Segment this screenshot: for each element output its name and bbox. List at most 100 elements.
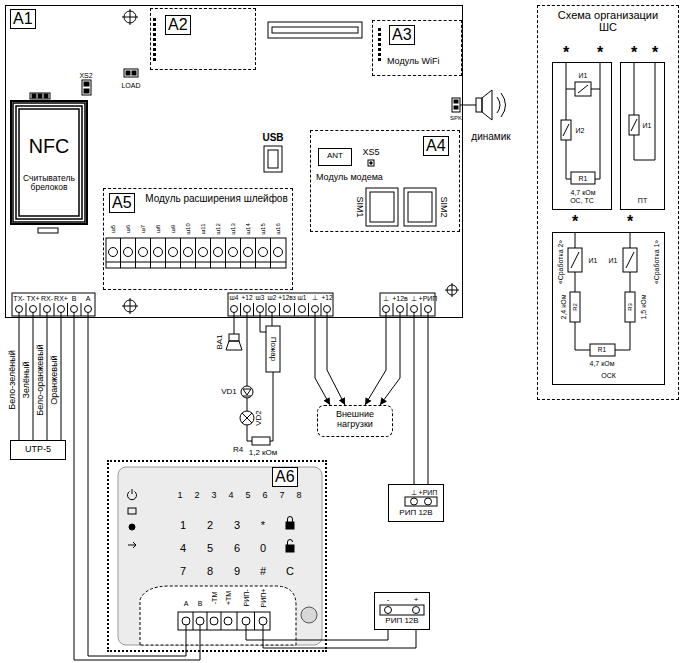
power-terminal: [380, 605, 424, 615]
terminal-label: ⊥: [383, 295, 389, 302]
board-connector: [268, 22, 362, 38]
terminal-block: [393, 303, 421, 316]
box-title: РИП 12В: [389, 509, 443, 518]
wire-color-label: Бело-оранжевый: [36, 344, 45, 415]
terminal-label: A: [86, 295, 91, 302]
wire-connector: [315, 318, 330, 405]
loop-scheme-drawing: [590, 344, 615, 356]
component-label: R1: [579, 175, 588, 182]
terminal-block: [299, 306, 306, 313]
terminal-label: +РИП: [419, 295, 438, 302]
keypad-box: A6: [107, 460, 327, 652]
usb-connector: [268, 150, 278, 168]
jumper-header: [38, 228, 58, 233]
loop-scheme-drawing: [566, 85, 600, 93]
main-board: A1A2A3Модуль WiFiNFCСчитыватель брелоков…: [5, 5, 463, 318]
loop-scheme-box: ОС, ТС: [552, 62, 612, 210]
box-title: ANT: [319, 152, 351, 161]
modem-parts: [370, 162, 372, 164]
indicator-number: 7: [279, 491, 284, 500]
buzzer-symbol: [226, 318, 242, 350]
terminal-label: A: [184, 600, 189, 607]
terminal-block: [12, 293, 95, 316]
indicator-number: 2: [194, 491, 199, 500]
box-title: A2: [165, 15, 191, 35]
component-label: И1: [589, 257, 598, 264]
component-label: R3: [627, 303, 633, 311]
pin-header: [378, 33, 381, 36]
keypad-illustration: [182, 617, 190, 625]
indicator-number: 6: [262, 491, 267, 500]
led-symbol: [241, 318, 253, 411]
terminal-block: [324, 306, 331, 313]
jumper-header: [82, 80, 91, 95]
component-label: R4: [233, 446, 243, 454]
terminal-block: [16, 306, 23, 313]
wire-connector: [327, 630, 416, 648]
terminal-block: [397, 306, 404, 313]
terminal-block: [106, 238, 286, 268]
jumper-header: [38, 94, 42, 98]
component-label: R1: [598, 347, 606, 354]
key-label: 1: [180, 520, 186, 531]
key-label: 6: [234, 543, 240, 554]
pin-header: [153, 38, 156, 41]
speaker-symbol: [454, 100, 458, 103]
keypad-illustration: [210, 617, 218, 625]
power-terminal: [405, 497, 437, 506]
pin-header: [378, 43, 381, 46]
component-label: R2: [572, 303, 578, 311]
keypad-illustration: [301, 607, 317, 623]
terminal-label: +12в: [392, 295, 408, 302]
power-supply-box: РИП 12В: [374, 592, 430, 630]
terminal-block: [109, 248, 118, 257]
loop-terminal-mark: *: [652, 45, 658, 61]
terminal-label: ш10: [185, 223, 191, 235]
power-terminal: [413, 607, 420, 614]
box-title: A3: [389, 25, 415, 45]
box-title: ОСК: [553, 372, 664, 380]
speaker-symbol: [454, 106, 458, 109]
modem-parts: [366, 160, 436, 226]
wire-connector: [33, 318, 34, 440]
loop-scheme-box: ПТ: [620, 62, 665, 210]
key-label: 7: [180, 566, 186, 577]
modem-parts: [404, 188, 436, 226]
buzzer-symbol: [229, 334, 239, 341]
buzzer-symbol: [234, 318, 235, 334]
pin-header: [378, 28, 381, 31]
box-caption: Модуль WiFi: [387, 57, 439, 67]
wire-color-label: Бело-зелёный: [8, 350, 17, 409]
terminal-block: [274, 248, 283, 257]
component-label: VD2: [255, 410, 263, 426]
terminal-label: ш1: [298, 295, 307, 302]
terminal-label: +12: [241, 295, 252, 302]
terminal-block: [71, 306, 78, 313]
wire-connector: [327, 318, 345, 405]
pin-header: [153, 43, 156, 46]
buzzer-symbol: [226, 341, 242, 350]
pin-header: [378, 38, 381, 41]
terminal-block: [241, 303, 322, 316]
terminal-label: ш2: [268, 295, 277, 302]
keypad-illustration: [140, 586, 296, 645]
terminal-label: -: [387, 596, 390, 604]
lamp-symbol: [242, 413, 252, 423]
terminal-block: [214, 248, 223, 257]
terminal-label: TX+: [26, 295, 39, 302]
loop-scheme-drawing: [561, 62, 655, 356]
terminal-block: [269, 306, 276, 313]
loop-terminal-mark: *: [572, 214, 578, 230]
indicator-number: 5: [245, 491, 250, 500]
wire-connector: [47, 318, 48, 440]
board-connector: [272, 27, 358, 33]
pin-header: [153, 48, 156, 51]
modem-parts: [370, 192, 394, 222]
terminal-label: ш16: [275, 223, 281, 235]
terminal-block: [199, 248, 208, 257]
power-terminal: [411, 498, 418, 505]
speaker-symbol: [482, 90, 492, 120]
keypad-illustration: [286, 522, 294, 529]
terminal-block: [284, 306, 291, 313]
